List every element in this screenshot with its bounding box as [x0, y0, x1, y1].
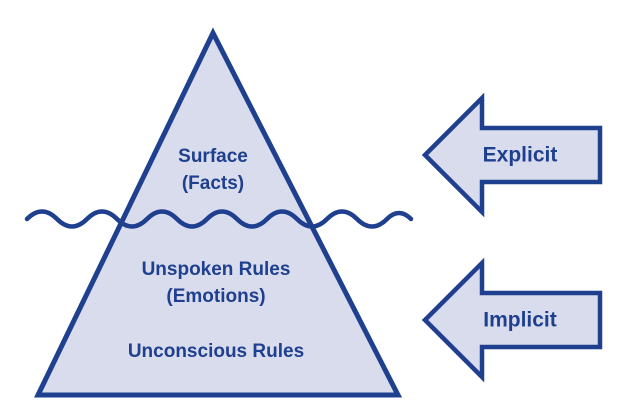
explicit-label: Explicit	[483, 144, 558, 167]
surface-facts-label: (Facts)	[182, 173, 244, 194]
surface-label: Surface	[178, 146, 248, 167]
implicit-label: Implicit	[483, 309, 557, 332]
water-line	[24, 209, 414, 229]
unspoken-emotions-label: (Emotions)	[166, 286, 265, 307]
unconscious-rules-label: Unconscious Rules	[128, 341, 304, 362]
unspoken-rules-label: Unspoken Rules	[142, 259, 291, 280]
explicit-arrow	[421, 92, 603, 218]
implicit-arrow	[421, 257, 603, 383]
